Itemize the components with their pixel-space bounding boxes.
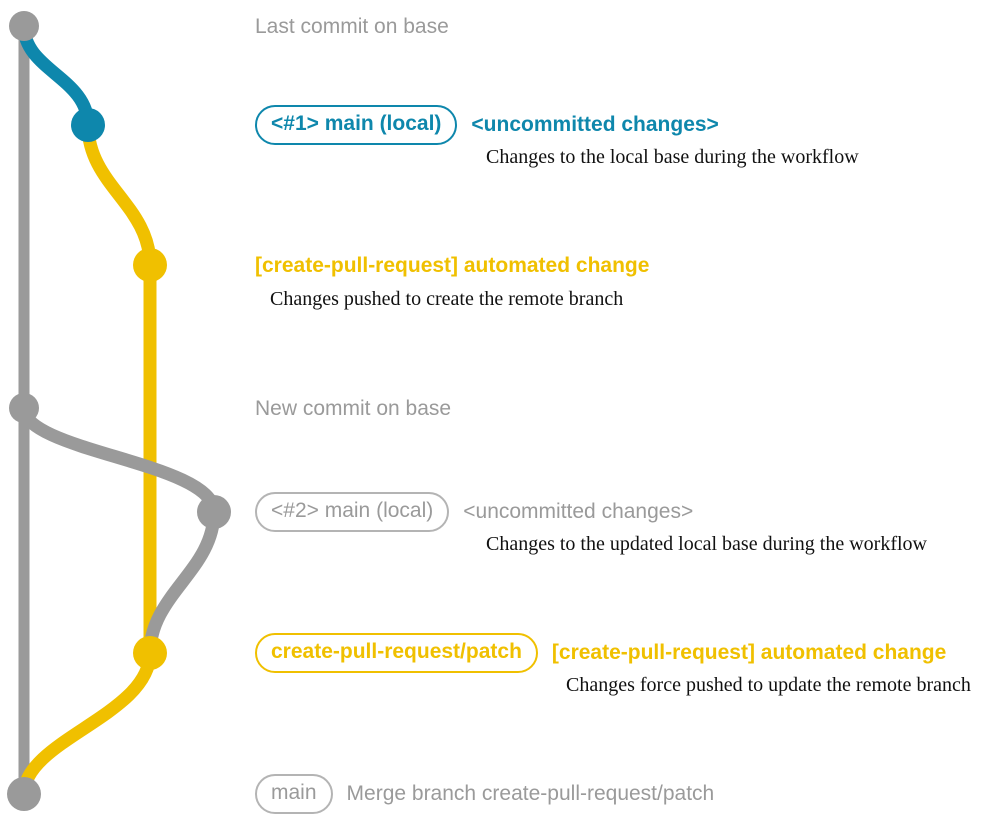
commit-subject-base-last: Last commit on base bbox=[255, 15, 449, 38]
commit-node-patch-2[interactable] bbox=[133, 636, 167, 670]
commit-row-main-local-1: <#1> main (local) <uncommitted changes> bbox=[255, 105, 719, 145]
commit-note-main-local-1: Changes to the local base during the wor… bbox=[486, 146, 859, 168]
commit-note-main-local-2: Changes to the updated local base during… bbox=[486, 533, 927, 555]
commit-subject-patch-1: [create-pull-request] automated change bbox=[255, 254, 650, 277]
commit-subject-main-local-2: <uncommitted changes> bbox=[463, 500, 694, 523]
commit-row-patch-2: create-pull-request/patch [create-pull-r… bbox=[255, 633, 947, 673]
commit-row-base-last: Last commit on base bbox=[255, 14, 449, 40]
edge-rebase-to-patch bbox=[143, 505, 221, 660]
commit-subject-base-merge: Merge branch create-pull-request/patch bbox=[346, 782, 715, 805]
commit-row-main-local-2: <#2> main (local) <uncommitted changes> bbox=[255, 492, 694, 532]
ref-pill-main-local-2[interactable]: <#2> main (local) bbox=[255, 492, 450, 532]
commit-note-patch-2: Changes force pushed to update the remot… bbox=[566, 674, 971, 696]
ref-pill-main-local-1[interactable]: <#1> main (local) bbox=[255, 105, 458, 145]
edge-main-local-to-patch bbox=[81, 118, 157, 272]
edge-base-to-main-local bbox=[17, 19, 95, 132]
commit-row-base-new: New commit on base bbox=[255, 396, 451, 422]
commit-node-base-new[interactable] bbox=[9, 393, 39, 423]
edge-base-to-rebase bbox=[17, 401, 221, 519]
commit-row-patch-1: [create-pull-request] automated change bbox=[255, 253, 649, 279]
commit-row-base-merge: main Merge branch create-pull-request/pa… bbox=[255, 774, 715, 814]
commit-note-patch-1: Changes pushed to create the remote bran… bbox=[270, 288, 624, 310]
ref-pill-create-pull-request-patch[interactable]: create-pull-request/patch bbox=[255, 633, 538, 673]
commit-subject-patch-2: [create-pull-request] automated change bbox=[551, 641, 947, 664]
ref-pill-main[interactable]: main bbox=[255, 774, 333, 814]
commit-node-base-merge[interactable] bbox=[7, 777, 41, 811]
commit-node-patch-1[interactable] bbox=[133, 248, 167, 282]
commit-node-main-local-2[interactable] bbox=[197, 495, 231, 529]
commit-subject-main-local-1: <uncommitted changes> bbox=[471, 113, 719, 136]
commit-node-base-last[interactable] bbox=[9, 11, 39, 41]
commit-subject-base-new: New commit on base bbox=[255, 397, 452, 420]
edge-patch-to-base-merge bbox=[17, 646, 157, 801]
commit-node-main-local-1[interactable] bbox=[71, 108, 105, 142]
